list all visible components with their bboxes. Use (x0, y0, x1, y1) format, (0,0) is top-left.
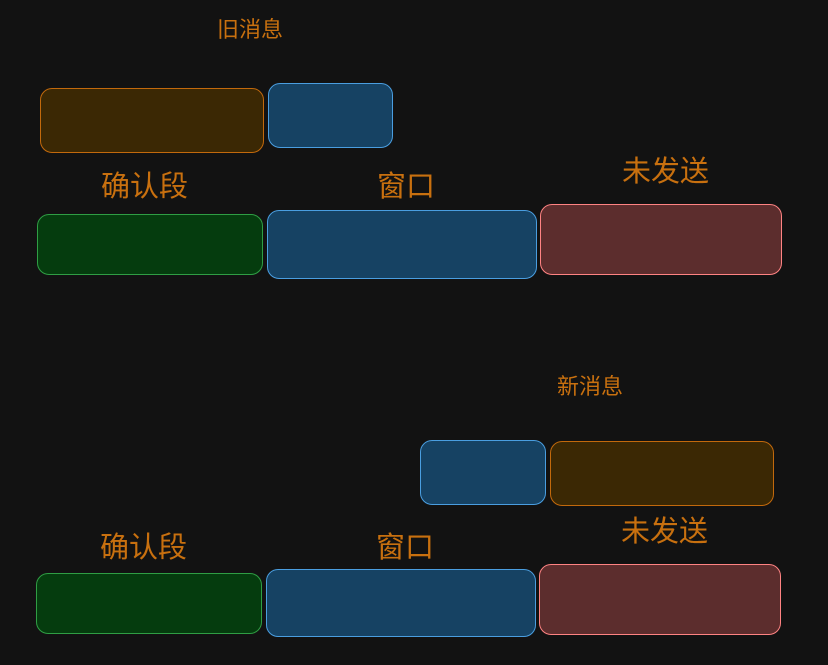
acked-segment (36, 573, 262, 634)
acked-segment (37, 214, 263, 275)
unsent-label: 未发送 (621, 514, 709, 548)
old-message-window-block (268, 83, 393, 148)
window-segment (267, 210, 537, 279)
new-message-block (550, 441, 774, 506)
new-message-window-block (420, 440, 546, 505)
window-segment (266, 569, 536, 637)
unsent-segment (539, 564, 781, 635)
unsent-label: 未发送 (622, 154, 710, 188)
window-label: 窗口 (377, 169, 436, 203)
window-label: 窗口 (376, 530, 435, 564)
unsent-segment (540, 204, 782, 275)
old-message-block (40, 88, 264, 153)
acked-label: 确认段 (100, 530, 188, 564)
acked-label: 确认段 (101, 169, 189, 203)
new-message-title: 新消息 (557, 375, 624, 400)
old-message-title: 旧消息 (217, 18, 284, 43)
